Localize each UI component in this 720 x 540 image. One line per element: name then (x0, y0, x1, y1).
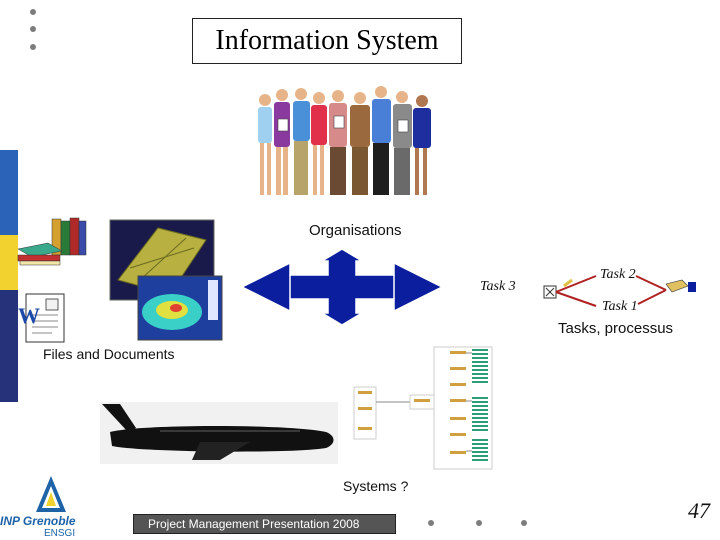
files-documents-label: Files and Documents (43, 346, 175, 362)
footer-presentation-label: Project Management Presentation 2008 (133, 514, 396, 534)
page-number: 47 (688, 498, 710, 523)
people-group-icon (258, 86, 431, 195)
task1-label: Task 1 (602, 299, 638, 314)
logo-text: INP Grenoble (0, 514, 76, 528)
books-icon (17, 217, 87, 266)
tasks-processus-label: Tasks, processus (558, 320, 674, 337)
logo-subtext: ENSGI (44, 528, 76, 539)
decor-dot (30, 26, 36, 32)
task3-label: Task 3 (480, 279, 516, 294)
tree-chart-icon (353, 346, 493, 470)
decor-dot (428, 520, 434, 526)
svg-text:W: W (18, 303, 40, 328)
task2-label: Task 2 (600, 267, 636, 282)
decor-dot (30, 44, 36, 50)
decor-dot (476, 520, 482, 526)
word-document-icon: W (18, 293, 65, 343)
decor-dot (521, 520, 527, 526)
sidebar-band-yellow (0, 235, 18, 290)
page-title: Information System (192, 18, 462, 64)
organisations-label: Organisations (309, 222, 402, 239)
sidebar-band-blue (0, 150, 18, 235)
airplane-icon (100, 402, 338, 464)
decor-dot (30, 9, 36, 15)
cad-model-icon (109, 219, 223, 341)
four-way-arrow-icon (240, 248, 444, 326)
sidebar-band-navy (0, 290, 18, 402)
logo-icon (36, 476, 66, 512)
systems-label: Systems ? (343, 478, 409, 494)
task-flow-icon (543, 275, 696, 307)
